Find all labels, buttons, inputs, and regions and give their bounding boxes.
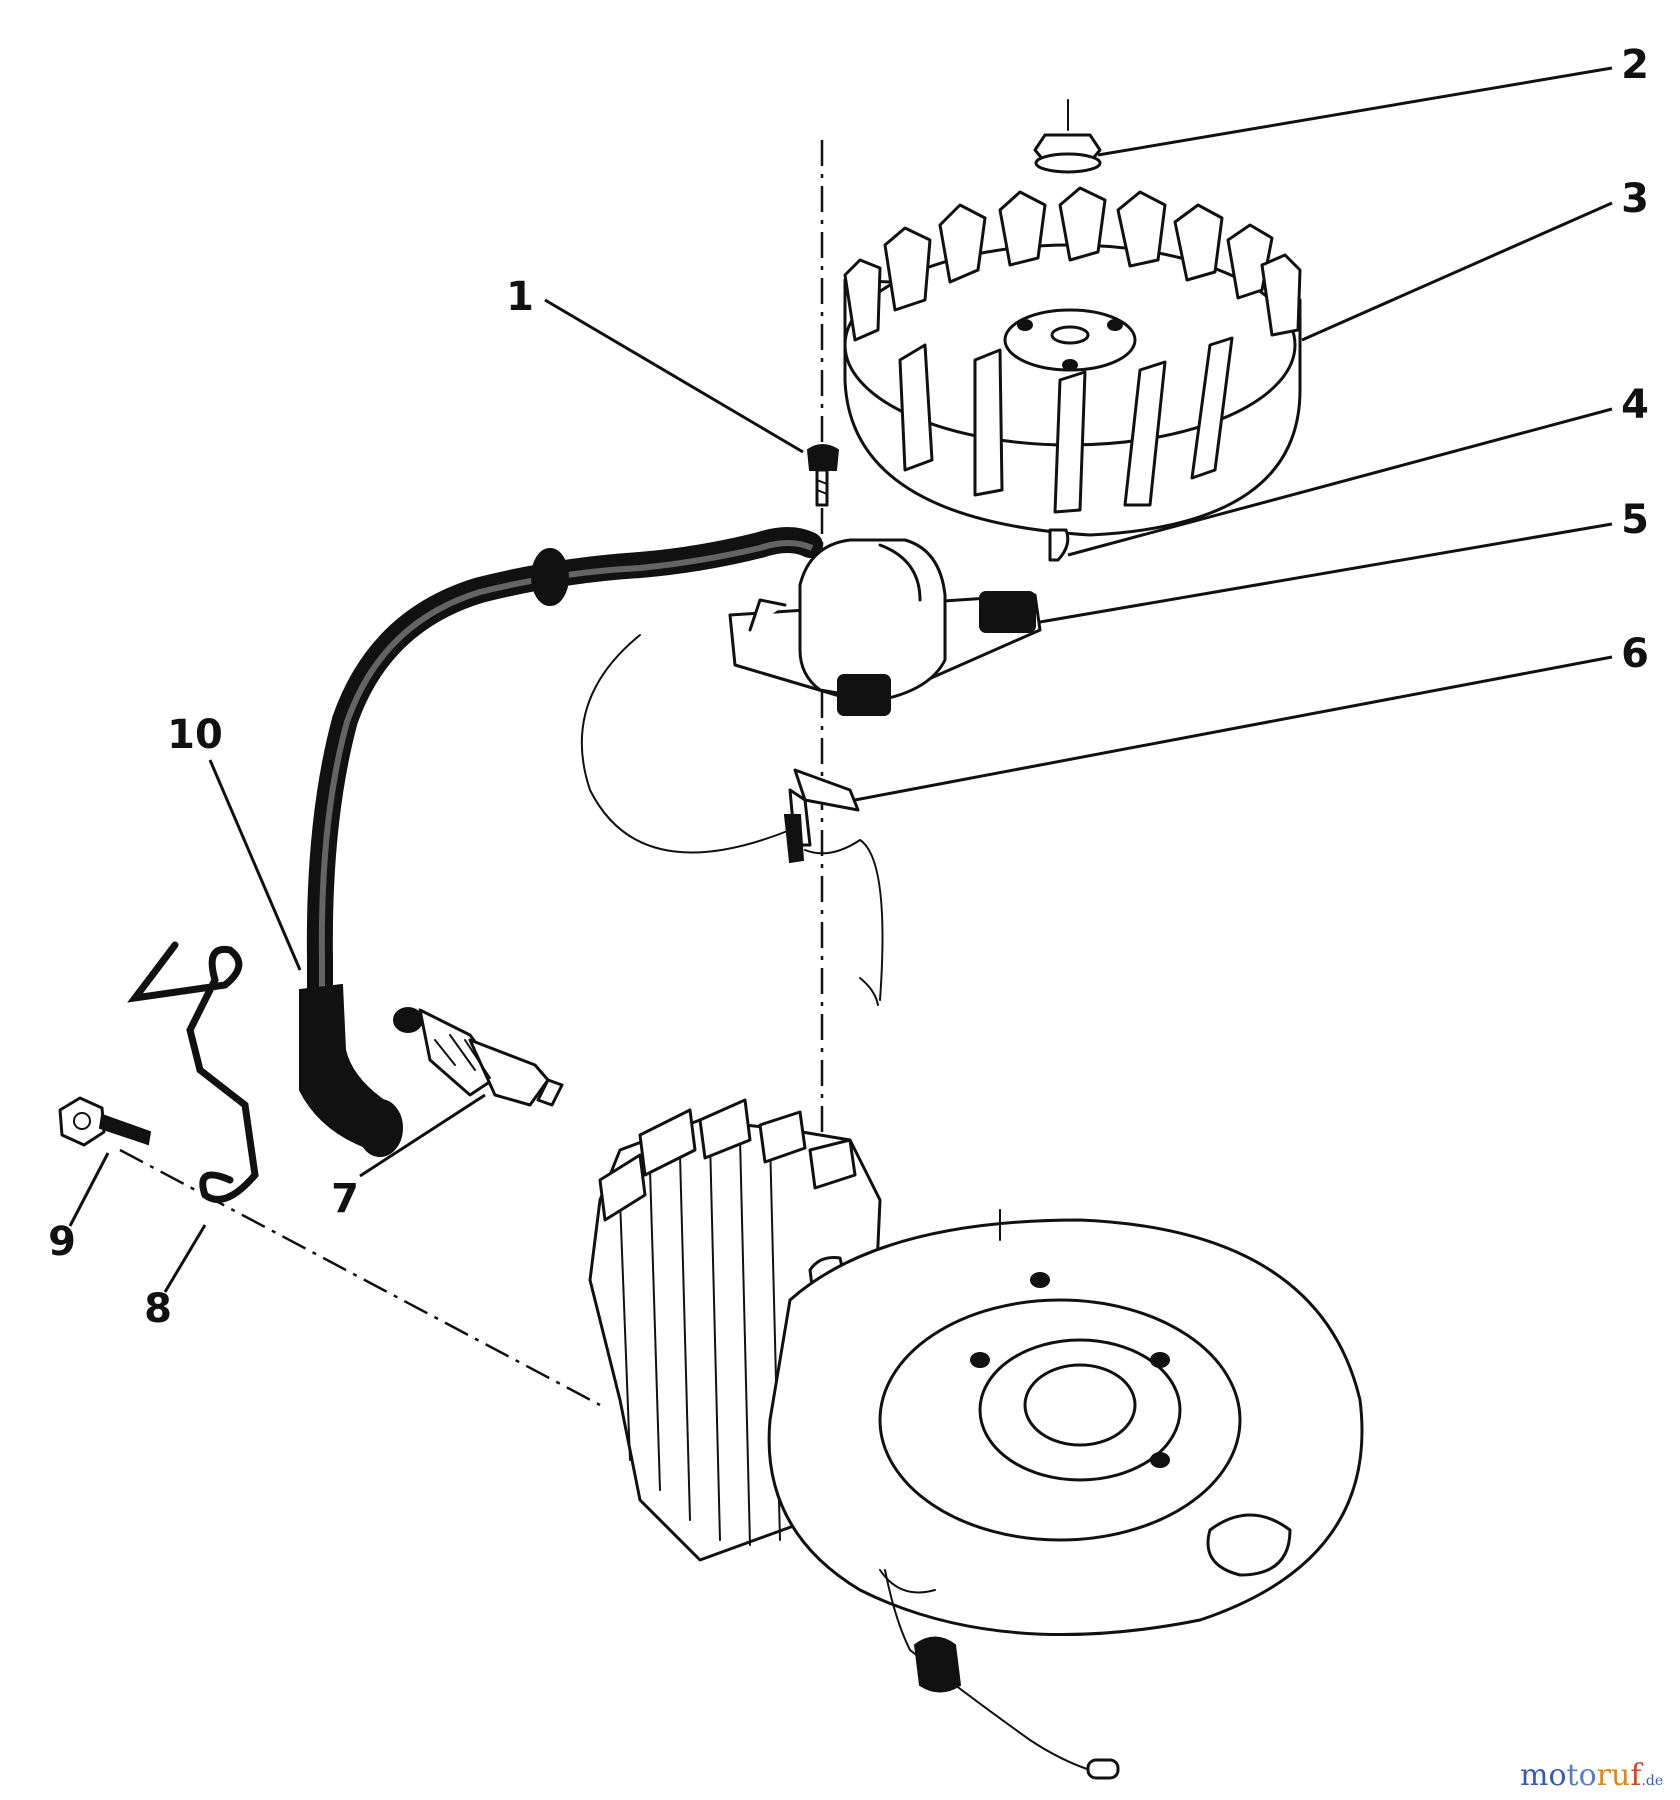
leader-lines xyxy=(68,66,1613,1293)
leader-3 xyxy=(1301,201,1613,342)
leader-1 xyxy=(544,298,804,454)
flywheel-key-part xyxy=(1048,528,1070,562)
flywheel-part xyxy=(843,186,1302,537)
callout-8: 8 xyxy=(144,1286,172,1332)
watermark-suffix: .de xyxy=(1641,1773,1663,1789)
wire-clip-part xyxy=(127,941,259,1203)
flange-nut-part xyxy=(1033,99,1102,174)
callout-2: 2 xyxy=(1621,42,1649,88)
watermark-segment: to xyxy=(1567,1758,1597,1793)
kill-wire-part xyxy=(884,1569,1120,1780)
callout-5: 5 xyxy=(1621,497,1649,543)
callout-6: 6 xyxy=(1621,631,1649,677)
watermark-segment: ru xyxy=(1597,1758,1631,1793)
callout-numbers: 1 2 3 4 5 6 7 8 9 10 xyxy=(48,42,1649,1332)
ignition-lead-wire xyxy=(306,527,823,1013)
bolt-assembly-axis xyxy=(119,1148,601,1407)
ignition-module-part xyxy=(728,538,1042,716)
bolt-part xyxy=(58,1096,152,1147)
leader-6 xyxy=(854,655,1613,802)
screw-part xyxy=(806,444,840,507)
callout-4: 4 xyxy=(1621,382,1649,428)
callout-3: 3 xyxy=(1621,176,1649,222)
leader-7 xyxy=(359,1093,486,1178)
leader-8 xyxy=(163,1224,207,1293)
watermark-segment: f xyxy=(1630,1758,1643,1793)
leader-5 xyxy=(1039,522,1613,624)
leader-2 xyxy=(1097,66,1613,157)
watermark-segment: mo xyxy=(1520,1758,1567,1793)
callout-7: 7 xyxy=(331,1176,359,1222)
leader-10 xyxy=(208,759,302,971)
spark-plug-part xyxy=(393,1007,564,1107)
leader-4 xyxy=(1067,407,1613,557)
callout-1: 1 xyxy=(506,274,534,320)
watermark: motoruf.de xyxy=(1520,1758,1663,1793)
callout-9: 9 xyxy=(48,1219,76,1265)
spark-plug-boot-part xyxy=(299,983,403,1157)
callout-10: 10 xyxy=(167,712,223,758)
crankcase-plate-part xyxy=(767,1209,1364,1637)
leader-9 xyxy=(68,1152,110,1227)
ground-clip-part xyxy=(580,634,884,1006)
